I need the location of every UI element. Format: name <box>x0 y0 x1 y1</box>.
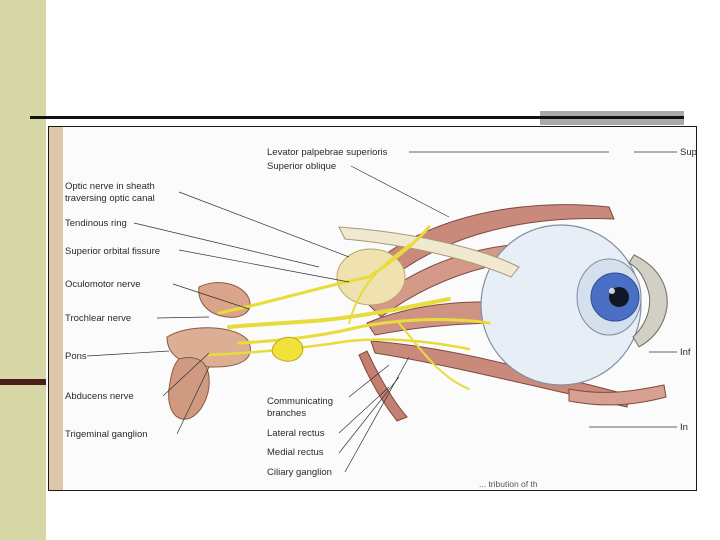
eye-nerve-illustration: Optic nerve in sheath traversing optic c… <box>49 127 696 490</box>
label-medial-rectus: Medial rectus <box>267 447 324 458</box>
label-optic-nerve-1: Optic nerve in sheath <box>65 181 155 192</box>
label-abducens-nerve: Abducens nerve <box>65 391 134 402</box>
label-superior-orbital-fissure: Superior orbital fissure <box>65 246 160 257</box>
label-lateral-rectus: Lateral rectus <box>267 428 325 439</box>
label-levator-palpebrae: Levator palpebrae superioris <box>267 147 388 158</box>
sidebar-bar <box>0 0 46 540</box>
label-optic-nerve-2: traversing optic canal <box>65 193 155 204</box>
label-right-sup: Sup <box>680 147 696 158</box>
eyeball-illustration <box>481 225 667 385</box>
label-tendinous-ring: Tendinous ring <box>65 218 127 229</box>
label-right-inf: Inf <box>680 347 691 358</box>
scan-margin <box>49 127 63 490</box>
sidebar-accent <box>0 379 46 385</box>
brainstem-illustration <box>167 283 250 420</box>
label-communicating-2: branches <box>267 408 306 419</box>
label-superior-oblique: Superior oblique <box>267 161 336 172</box>
caption-fragment: ... tribution of th <box>479 479 538 489</box>
label-trochlear-nerve: Trochlear nerve <box>65 313 131 324</box>
label-communicating-1: Communicating <box>267 396 333 407</box>
label-ciliary-ganglion: Ciliary ganglion <box>267 467 332 478</box>
anatomy-figure: Optic nerve in sheath traversing optic c… <box>48 126 697 491</box>
label-pons: Pons <box>65 351 87 362</box>
label-trigeminal-ganglion: Trigeminal ganglion <box>65 429 148 440</box>
title-rule <box>30 116 684 119</box>
label-right-in: In <box>680 422 688 433</box>
label-oculomotor-nerve: Oculomotor nerve <box>65 279 141 290</box>
